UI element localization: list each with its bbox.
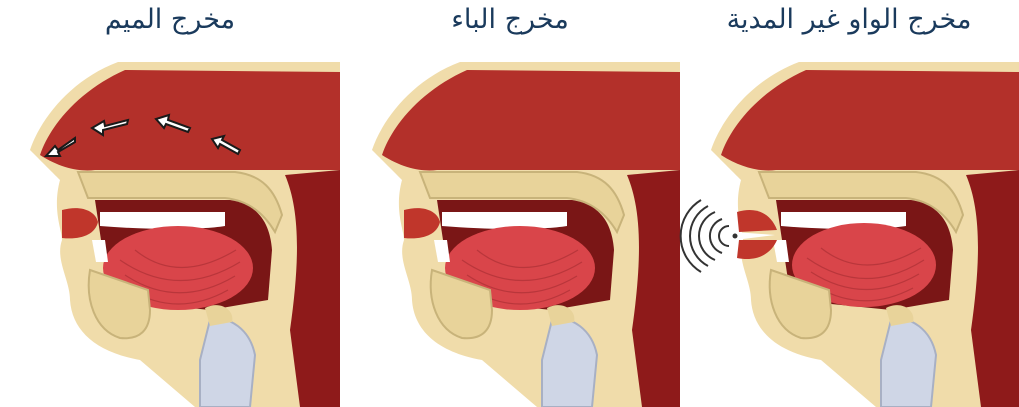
articulation-diagram-waw [679, 0, 1019, 407]
panel-meem: مخرج الميم [0, 0, 340, 407]
upper-teeth [442, 212, 567, 229]
upper-teeth [100, 212, 225, 229]
articulation-diagram-baa [340, 0, 680, 407]
head-cross-section [711, 62, 1019, 407]
panel-baa: مخرج الباء [340, 0, 680, 407]
head-cross-section [372, 62, 680, 407]
head-cross-section [30, 62, 340, 407]
panel-waw: مخرج الواو غير المدية [679, 0, 1019, 407]
sound-waves-icon [681, 200, 738, 272]
articulation-diagram-meem [0, 0, 340, 407]
